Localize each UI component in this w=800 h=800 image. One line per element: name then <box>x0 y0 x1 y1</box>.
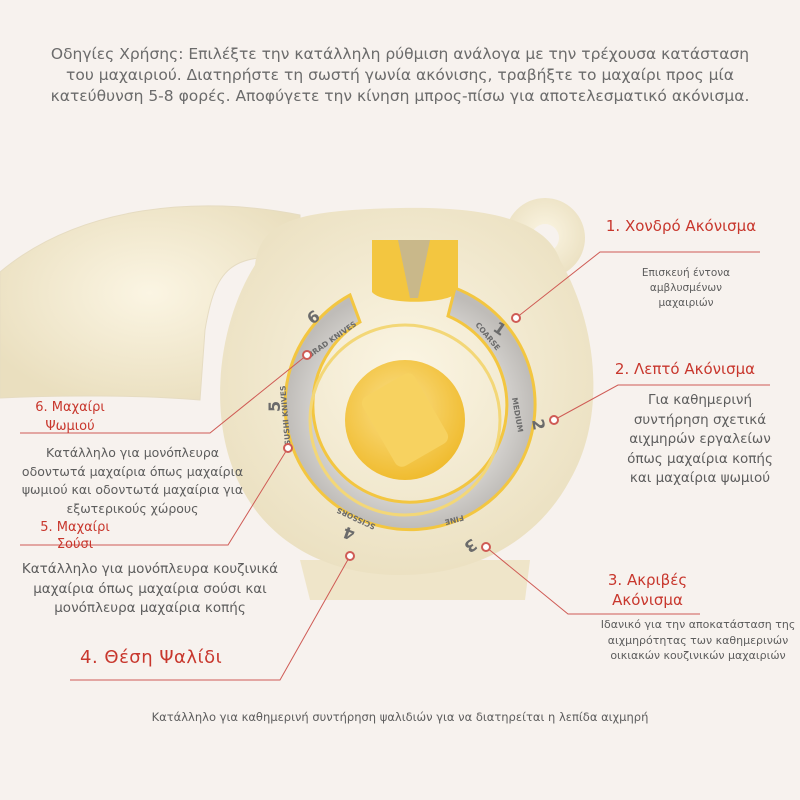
leader-dot-3 <box>481 542 491 552</box>
callout-label-sushi: 5. Μαχαίρι Σούσι <box>40 520 110 552</box>
dial-bezel <box>308 323 502 517</box>
callout-desc-coarse: Επισκευή έντονα αμβλυσμένων μαχαιριών <box>641 267 731 309</box>
sharpener-handle <box>0 205 301 401</box>
callout-label-bread: 6. Μαχαίρι Ψωμιού <box>35 400 105 434</box>
slot-wheel-gap <box>398 240 430 298</box>
leader-dot-1 <box>511 313 521 323</box>
leader-dot-2 <box>549 415 559 425</box>
leader-dot-5 <box>283 443 293 453</box>
leader-line-1 <box>515 251 760 319</box>
callout-desc-sushi: Κατάλληλο για μονόπλευρα κουζινικά μαχαί… <box>21 561 279 616</box>
leader-line-5 <box>20 447 289 546</box>
leader-line-4 <box>70 555 351 681</box>
callout-desc-medium: Για καθημερινή συντήρηση σχετικά αιχμηρώ… <box>627 392 773 486</box>
callout-desc-fine: Ιδανικό για την αποκατάσταση της αιχμηρό… <box>600 618 796 662</box>
callout-desc-bread: Κατάλληλο για μονόπλευρα οδοντωτά μαχαίρ… <box>21 445 244 516</box>
leader-line-2 <box>553 384 770 421</box>
dial-ring <box>283 285 537 532</box>
leader-dot-4 <box>345 551 355 561</box>
usage-instructions: Οδηγίες Χρήσης: Επιλέξτε την κατάλληλη ρ… <box>50 45 750 105</box>
dial-number-2: 2 <box>528 417 549 431</box>
leader-line-6 <box>20 354 308 434</box>
callout-label-coarse: 1. Χονδρό Ακόνισμα <box>605 217 757 235</box>
callout-desc-scissors: Κατάλληλο για καθημερινή συντήρηση ψαλιδ… <box>151 710 649 724</box>
callout-label-scissors: 4. Θέση Ψαλίδι <box>80 647 223 668</box>
callout-label-fine: 3. Ακριβές Ακόνισμα <box>607 571 688 609</box>
callout-label-medium: 2. Λεπτό Ακόνισμα <box>614 360 756 378</box>
dial-number-5: 5 <box>265 401 284 412</box>
leader-line-3 <box>485 546 700 615</box>
knob-grip <box>361 373 449 467</box>
leader-dot-6 <box>302 350 312 360</box>
